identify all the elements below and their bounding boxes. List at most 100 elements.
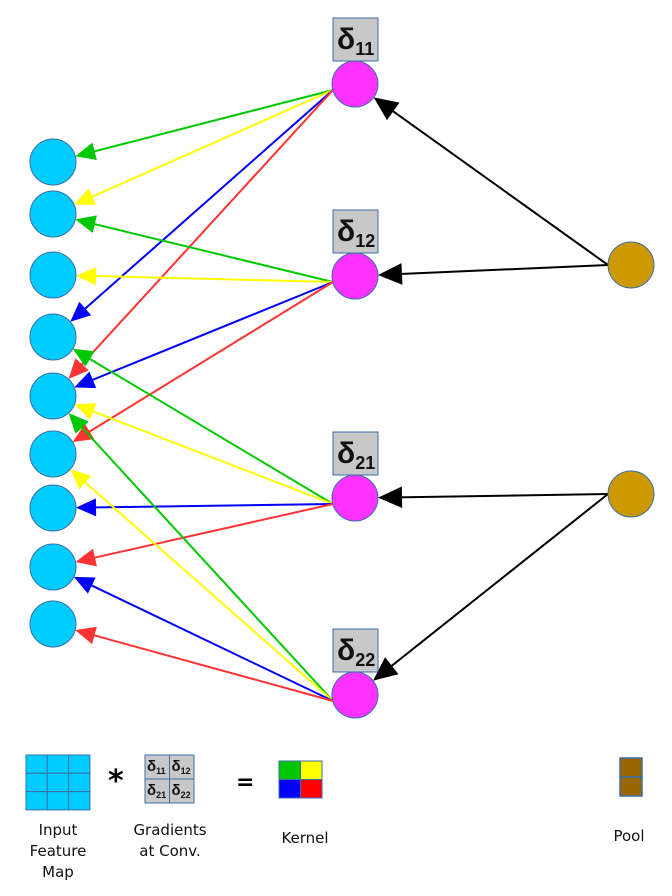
kernel-arrow-0-4-head <box>68 358 89 380</box>
kernel-arrow-3-7-line <box>87 582 334 702</box>
kernel-arrow-1-5 <box>72 281 334 442</box>
pool-arrow-0-0 <box>373 97 609 266</box>
kernel-arrow-1-5-head <box>72 423 95 442</box>
delta-symbol: δ <box>147 758 156 775</box>
kernel-arrow-3-7-head <box>73 576 96 594</box>
kernel-arrow-3-8 <box>75 626 334 702</box>
gradient-cell-label: δ21 <box>147 782 166 800</box>
kernel-label: Kernel <box>281 829 329 847</box>
delta-subscript: 11 <box>156 766 166 776</box>
delta-subscript: 21 <box>355 453 375 473</box>
delta-label-box <box>332 628 379 673</box>
pool-arrow-1-2-head <box>377 486 403 509</box>
input-node-2 <box>29 190 77 238</box>
kernel-arrow-1-1-line <box>90 222 334 283</box>
pool-arrow-1-3-line <box>387 493 609 670</box>
kernel-arrow-2-4-line <box>89 409 334 505</box>
kernel-arrow-1-4 <box>74 281 334 389</box>
conv-node-d21: δ21 <box>331 431 379 522</box>
input-feature-map-grid <box>25 754 91 811</box>
conv-node-circle <box>331 671 379 719</box>
gradient-cell-22 <box>169 778 195 804</box>
pool-grid <box>619 757 643 797</box>
kernel-arrow-1-5-line <box>85 281 334 435</box>
input-node-3 <box>29 251 77 299</box>
conv-node-d11: δ11 <box>331 17 379 108</box>
input-cell-2-1 <box>46 791 70 811</box>
pool-arrow-1-2 <box>377 486 609 509</box>
delta-subscript: 21 <box>156 790 166 800</box>
kernel-arrow-0-1-line <box>88 89 334 200</box>
delta-symbol: δ <box>337 215 355 248</box>
input-cell-0-0 <box>25 754 48 774</box>
kernel-arrow-0-3-head <box>70 301 92 322</box>
input-node-4 <box>29 313 77 361</box>
pool-arrow-1-3-head <box>373 657 399 681</box>
kernel-arrow-2-6 <box>75 498 334 517</box>
kernel-cell-4 <box>300 779 323 799</box>
gradients-at-conv-label: Gradients at Conv. <box>133 821 207 860</box>
conv-node-d22: δ22 <box>331 628 379 719</box>
delta-label-box <box>332 17 379 62</box>
kernel-arrow-2-4 <box>74 403 334 505</box>
conv-node-d12: δ12 <box>331 209 379 300</box>
pool-arrow-1-3 <box>373 493 609 681</box>
kernel-arrow-3-5-line <box>81 479 334 702</box>
kernel-arrow-0-0-head <box>75 142 97 161</box>
kernel-arrow-3-7 <box>73 576 334 702</box>
delta-subscript: 12 <box>181 766 191 776</box>
convolution-operator: * <box>108 764 124 799</box>
gradient-cell-label: δ22 <box>172 782 191 800</box>
gradient-cell-label: δ12 <box>172 758 191 776</box>
kernel-arrow-1-2 <box>75 267 334 286</box>
kernel-cell-3 <box>278 779 301 799</box>
kernel-arrow-3-4-line <box>78 424 334 702</box>
kernel-arrow-2-7-head <box>75 548 97 567</box>
delta-symbol: δ <box>337 23 355 56</box>
equals-operator: = <box>236 770 255 795</box>
conv-node-circle <box>331 252 379 300</box>
kernel-arrow-0-3-line <box>81 89 334 312</box>
pool-arrow-0-1 <box>377 263 609 285</box>
input-node-7 <box>29 484 77 532</box>
gradient-cell-12 <box>169 754 195 780</box>
kernel-arrow-1-4-head <box>74 371 97 389</box>
kernel-arrow-0-1-head <box>74 188 96 205</box>
delta-label-box <box>332 431 379 476</box>
kernel-arrow-3-8-head <box>75 626 97 645</box>
kernel-arrow-2-6-line <box>91 503 334 509</box>
input-cell-2-2 <box>68 791 91 811</box>
pool-arrow-0-0-head <box>373 97 400 121</box>
pool-cell-1 <box>619 757 643 778</box>
kernel-arrow-3-4 <box>68 412 334 702</box>
kernel-arrow-0-4 <box>68 89 334 380</box>
kernel-arrow-2-7-line <box>90 503 334 560</box>
kernel-arrow-2-6-head <box>75 498 97 517</box>
kernel-arrow-2-3 <box>72 348 334 505</box>
kernel-arrow-0-3 <box>70 89 334 322</box>
kernel-arrow-1-1-head <box>75 215 97 233</box>
kernel-arrow-3-5 <box>70 469 334 702</box>
input-node-8 <box>29 543 77 591</box>
input-feature-map-label: Input Feature Map <box>29 821 87 881</box>
kernel-arrow-0-0 <box>75 89 334 161</box>
kernel-arrow-2-4-head <box>74 403 97 420</box>
input-node-1 <box>29 138 77 186</box>
arrows-layer <box>68 89 609 702</box>
input-cell-1-0 <box>25 772 48 793</box>
delta-label: δ11 <box>337 23 374 59</box>
pool-node-2 <box>607 470 655 518</box>
delta-symbol: δ <box>147 782 156 799</box>
pool-arrow-0-1-head <box>377 263 403 285</box>
delta-subscript: 12 <box>355 231 375 251</box>
delta-label: δ12 <box>337 215 375 251</box>
conv-node-circle <box>331 60 379 108</box>
kernel-arrow-3-8-line <box>90 633 334 702</box>
input-cell-0-1 <box>46 754 70 774</box>
kernel-arrow-2-3-head <box>72 348 95 367</box>
input-node-6 <box>29 430 77 478</box>
pool-label: Pool <box>613 827 645 845</box>
